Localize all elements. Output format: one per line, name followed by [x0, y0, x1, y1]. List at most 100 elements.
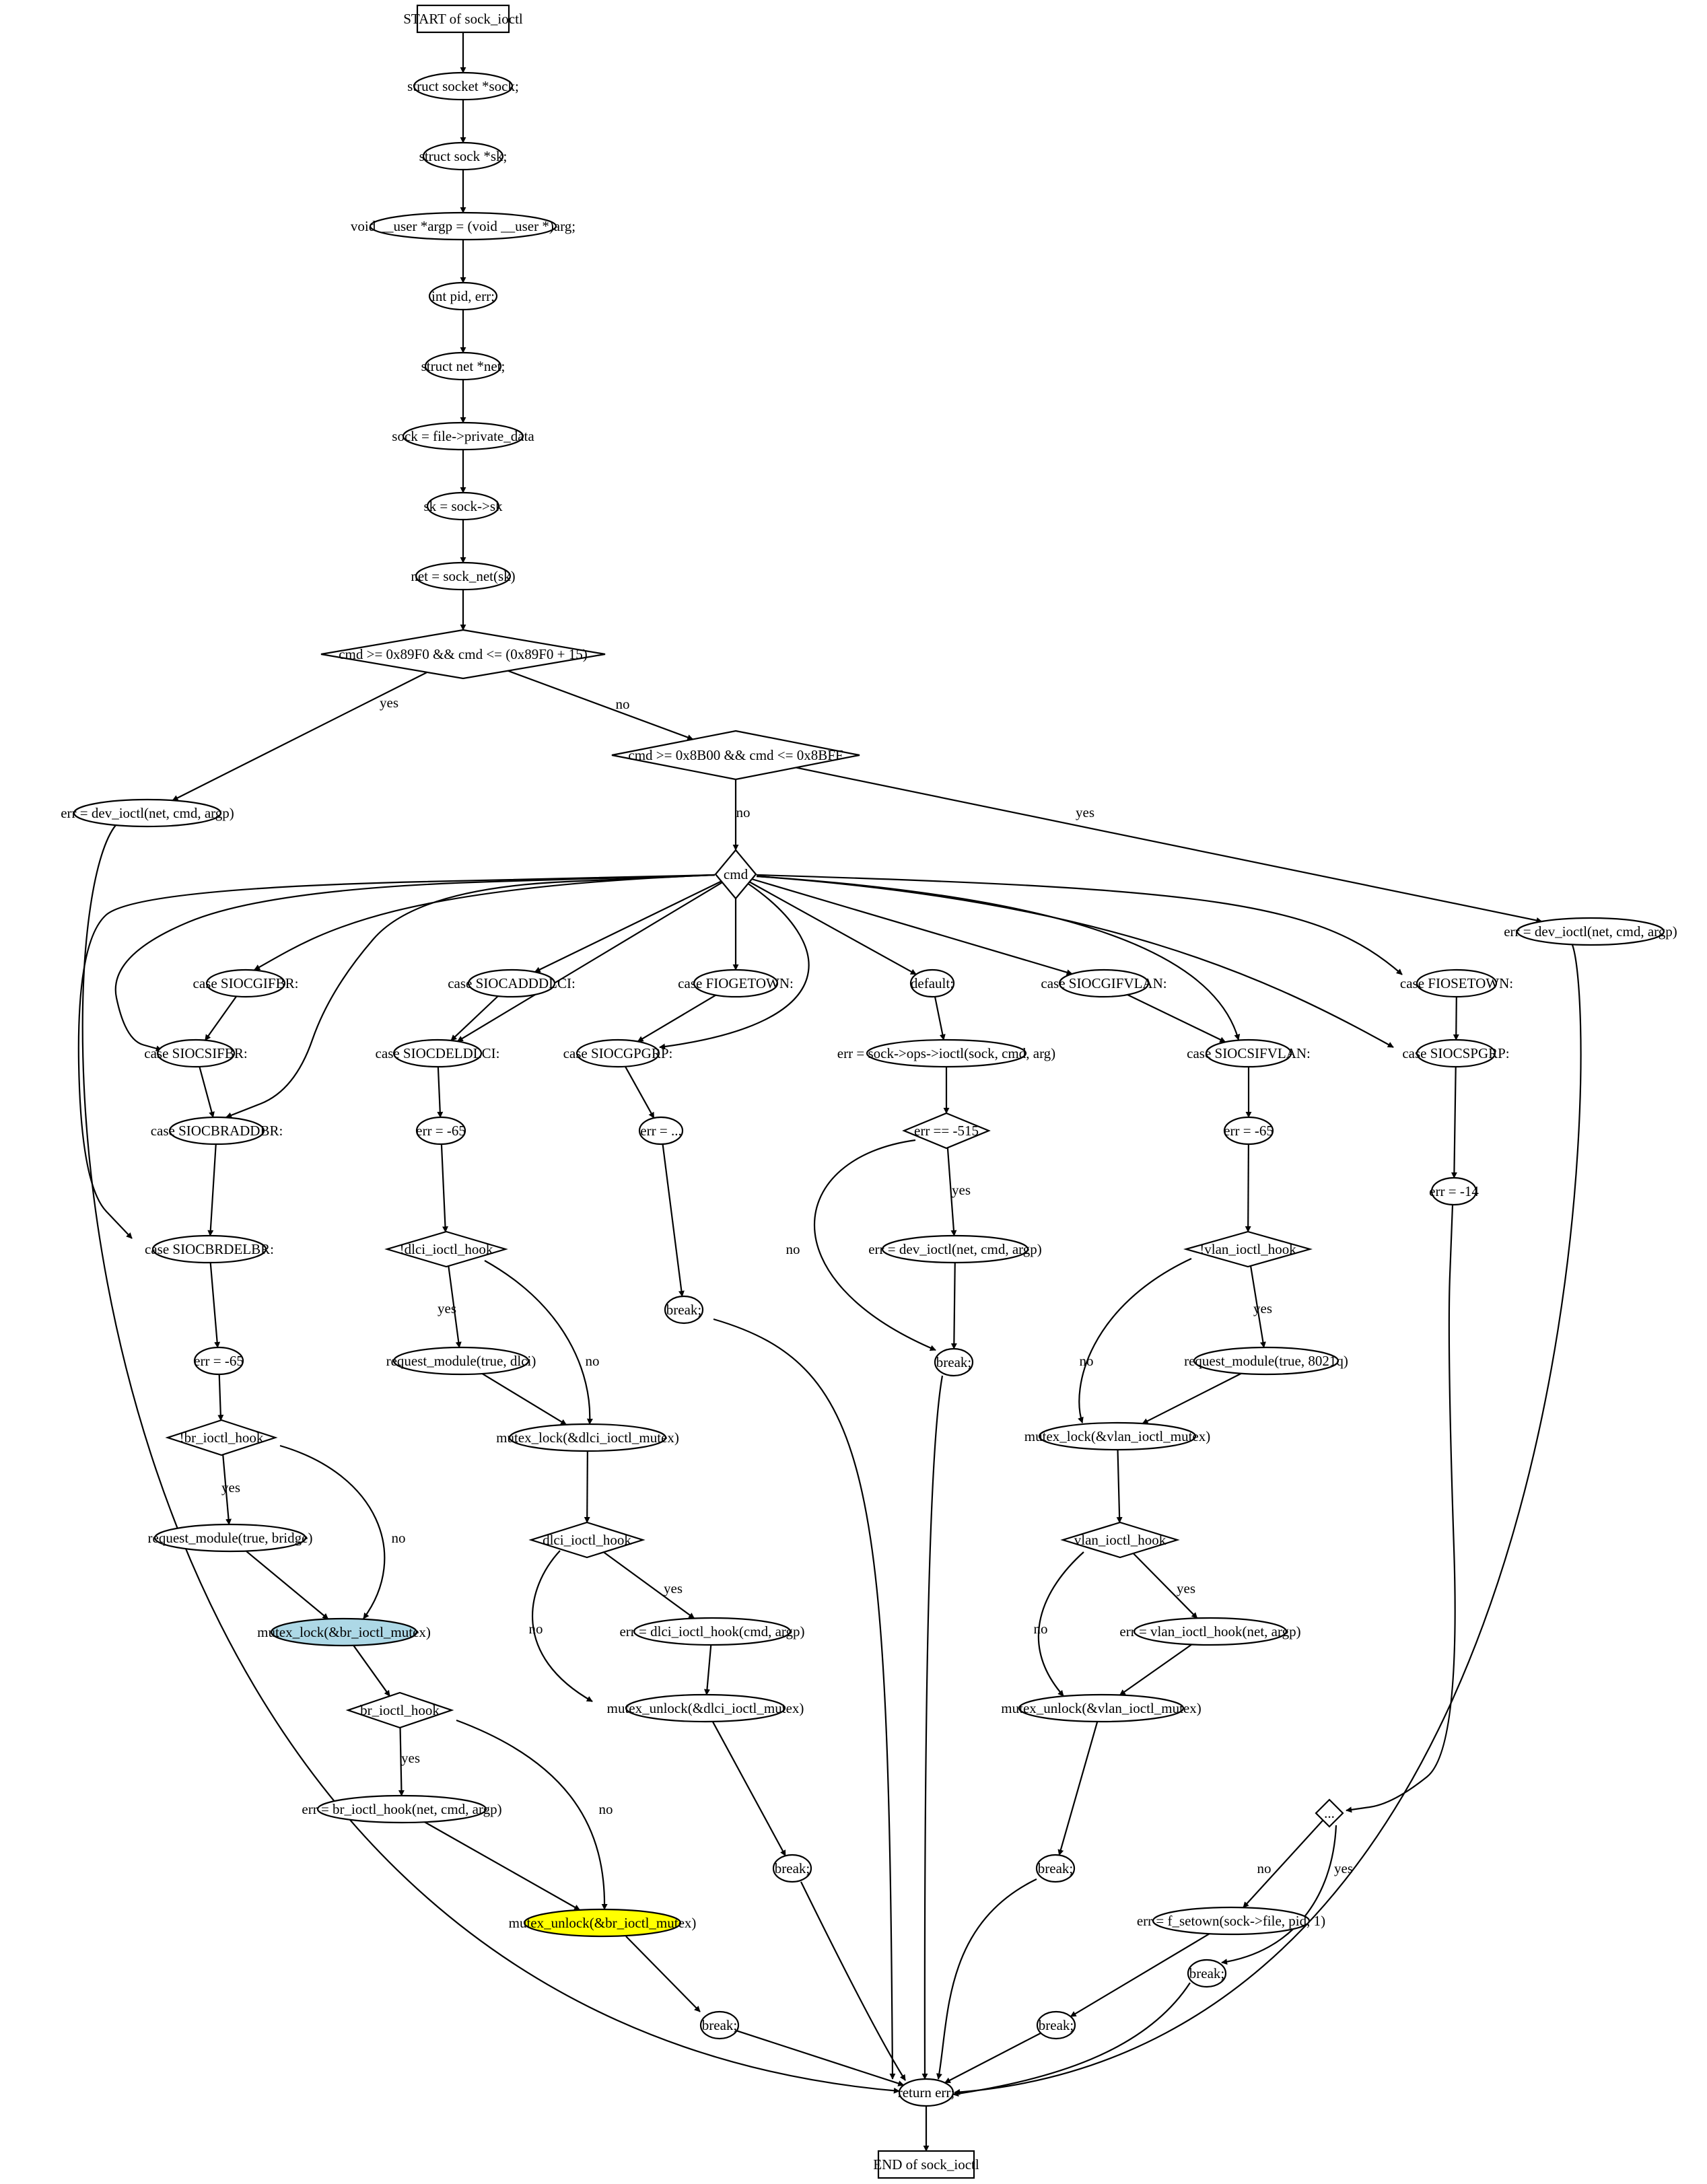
node-cgifbr: case SIOCGIFBR:	[193, 968, 299, 998]
node-label: br_ioctl_hook	[360, 1702, 440, 1718]
node-shape-diamond	[1315, 1798, 1344, 1828]
node-mudlci: mutex_unlock(&dlci_ioctl_mutex)	[607, 1693, 804, 1723]
node-label: break;	[775, 1860, 810, 1876]
node-label: void __user *argp = (void __user *)arg;	[351, 218, 576, 234]
node-shape-ellipse	[1223, 1116, 1274, 1146]
edge-hbr-to-mubr	[456, 1719, 608, 1910]
node-label: sk = sock->sk	[423, 498, 503, 514]
node-shape-ellipse	[866, 1038, 1027, 1068]
node-mldlci: mutex_lock(&dlci_ioctl_mutex)	[496, 1423, 679, 1452]
node-shape-ellipse	[1036, 2010, 1076, 2040]
edge-label-yes: yes	[1253, 1300, 1272, 1316]
node-shape-ellipse	[316, 1794, 487, 1824]
node-shape-ellipse	[625, 1693, 786, 1723]
node-edlci: err = dlci_ioctl_hook(cmd, argp)	[619, 1617, 805, 1646]
edge-label-no: no	[586, 1353, 600, 1369]
edge-ddlci-to-reqdlci	[448, 1265, 462, 1348]
node-label: err = -65	[416, 1123, 466, 1139]
node-shape-ellipse	[772, 1854, 812, 1883]
edge-ddlci-to-mldlci	[484, 1260, 593, 1425]
edge-label-yes: yes	[438, 1300, 456, 1316]
edge-e1-to-ret	[81, 824, 900, 2094]
edge-label-no: no	[786, 1241, 800, 1257]
edge-label-no: no	[599, 1801, 613, 1817]
node-label: break;	[702, 2017, 737, 2033]
node-label: default:	[911, 975, 954, 991]
node-label: mutex_unlock(&br_ioctl_mutex)	[509, 1915, 697, 1931]
node-cbrdel: case SIOCBRDELBR:	[145, 1234, 274, 1264]
node-label: case SIOCGIFBR:	[193, 975, 299, 991]
node-shape-ellipse	[576, 1038, 660, 1068]
edge-efset-to-brk5	[1070, 1933, 1210, 2018]
node-efset: err = f_setown(sock->file, pid, 1)	[1137, 1906, 1325, 1936]
node-label: case SIOCBRDELBR:	[145, 1241, 274, 1257]
node-label: cmd >= 0x8B00 && cmd <= 0x8BFF	[628, 747, 843, 763]
node-shape-ellipse	[909, 968, 955, 998]
node-label: break;	[1038, 1860, 1073, 1876]
edge-ddots-to-efset	[1243, 1819, 1324, 1908]
node-label: err = sock->ops->ioctl(sock, cmd, arg)	[837, 1045, 1055, 1061]
node-reqvlan: request_module(true, 8021q)	[1184, 1346, 1348, 1376]
node-cgvlan: case SIOCGIFVLAN:	[1041, 968, 1167, 998]
node-label: END of sock_ioctl	[873, 2156, 979, 2173]
node-shape-ellipse	[1187, 1959, 1227, 1988]
edge-label-no: no	[1034, 1621, 1048, 1637]
node-shape-ellipse	[1038, 1421, 1197, 1451]
edge-cgpgrp-to-errdots	[624, 1066, 655, 1119]
node-shape-diamond	[345, 1691, 454, 1729]
node-shape-ellipse	[205, 968, 286, 998]
edge-hdlci-to-mudlci	[532, 1550, 593, 1702]
edge-mldlci-to-hdlci	[584, 1450, 590, 1523]
edge-brk2-to-ret	[921, 1375, 944, 2080]
node-label: case FIOGETOWN:	[678, 975, 794, 991]
node-ddots: ...	[1315, 1798, 1344, 1828]
edge-reqbr-to-mlbr	[245, 1550, 329, 1620]
edge-cfset-to-cspgrp	[1453, 996, 1459, 1041]
node-shape-ellipse	[467, 968, 556, 998]
node-shape-diamond	[528, 1521, 646, 1559]
node-n1: struct socket *sock;	[407, 71, 519, 101]
node-shape-ellipse	[1516, 917, 1665, 946]
node-shape-ellipse	[392, 1346, 530, 1376]
node-shape-ellipse	[415, 1116, 466, 1146]
node-shape-ellipse	[422, 141, 504, 171]
node-shape-ellipse	[156, 1038, 236, 1068]
edge-mlvlan-to-hvlan	[1116, 1449, 1123, 1524]
edge-dbr-to-reqbr	[222, 1454, 232, 1525]
edge-sw-to-csifbr	[114, 874, 716, 1052]
edge-label-yes: yes	[380, 695, 398, 711]
edge-sw-to-cgpgrp	[659, 882, 810, 1050]
node-cfget: case FIOGETOWN:	[678, 968, 794, 998]
node-label: int pid, err;	[431, 288, 495, 304]
node-err65v: err = -65	[1223, 1116, 1274, 1146]
node-n4: int pid, err;	[428, 281, 498, 311]
edge-brk3-to-ret	[800, 1881, 906, 2081]
node-label: request_module(true, 8021q)	[1184, 1353, 1348, 1369]
node-shape-ellipse	[193, 1346, 244, 1376]
node-edev3: err = dev_ioctl(net, cmd, argp)	[868, 1234, 1042, 1264]
edge-e2-to-ret	[954, 944, 1582, 2095]
node-shape-ellipse	[898, 2078, 954, 2107]
node-shape-ellipse	[1193, 1346, 1339, 1376]
edge-d515-to-brk2	[813, 1139, 936, 1351]
node-shape-ellipse	[934, 1347, 974, 1377]
edge-label-yes: yes	[952, 1182, 971, 1198]
edge-err14-to-ddots	[1346, 1204, 1456, 1813]
node-shape-ellipse	[664, 1295, 704, 1325]
node-ddlci: !dlci_ioctl_hook	[384, 1230, 508, 1268]
node-start: START of sock_ioctl	[403, 4, 523, 34]
edge-ebr-to-mubr	[424, 1821, 581, 1911]
edge-brk4-to-ret	[936, 1878, 1037, 2080]
edge-dbr-to-mlbr	[279, 1444, 386, 1619]
edge-caddd-to-cdeld	[450, 995, 499, 1041]
node-n3: void __user *argp = (void __user *)arg;	[351, 211, 576, 241]
edge-cgifbr-to-csifbr	[204, 995, 238, 1041]
edge-csifbr-to-cbradd	[199, 1066, 215, 1118]
node-n6: sock = file->private_data	[392, 421, 534, 451]
node-label: break;	[1189, 1965, 1224, 1981]
edge-hbr-to-ebr	[398, 1727, 405, 1796]
edge-cbrdel-to-err65b	[209, 1262, 221, 1348]
edge-err65v-to-dvlan	[1245, 1143, 1251, 1232]
